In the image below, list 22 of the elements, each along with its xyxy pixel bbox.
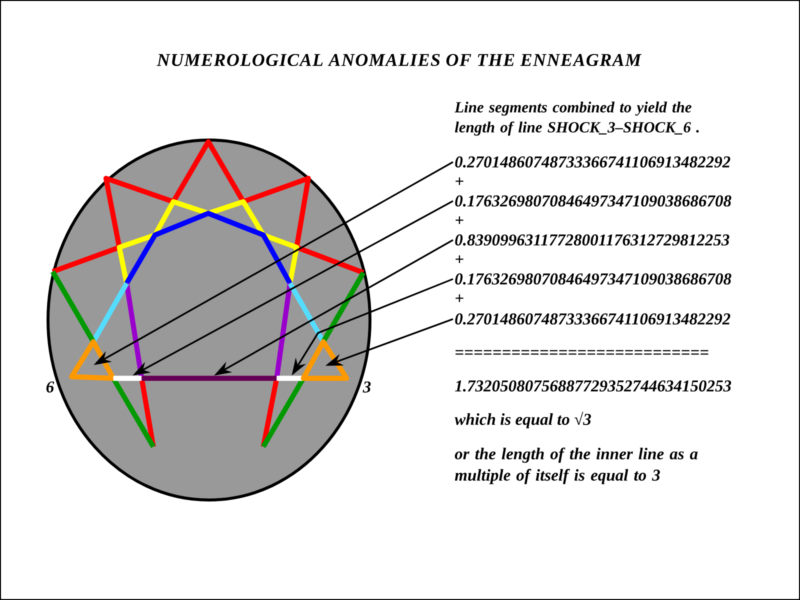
triangle-segment [69,339,116,381]
number-text: 0.17632698070846497347109038686708 [455,273,732,285]
number-text: 0.27014860748733366741106913482292 [455,156,730,168]
plus-sign: + [456,177,464,186]
point-label: 3 [362,381,371,393]
line-segment [142,376,277,381]
line-segment [113,376,142,381]
number-text: 0.83909963117728001176312729812253 [455,234,730,246]
triangle-segment [300,339,350,381]
point-label: 6 [46,381,54,393]
number-text: 0.17632698070846497347109038686708 [455,195,732,207]
plus-sign: + [456,216,464,224]
title: NUMEROLOGICAL ANOMALIES OF THE ENNEAGRAM [156,54,642,66]
note-text: or the length of the inner line as a multiple of itself is equal to 3 [454,448,698,484]
plus-sign: + [456,255,464,264]
plus-sign: + [456,294,464,302]
note-text: which is equal to √3 [454,412,591,428]
equals-rule: =========================== [456,350,708,355]
number-text: 0.27014860748733366741106913482292 [455,313,730,325]
result-text: 1.73205080756887729352744634150253 [455,380,732,392]
line-segment [276,376,304,381]
heading-text: Line segments combined to yield the length of line SHOCK_3–SHOCK_6 . [454,102,699,136]
